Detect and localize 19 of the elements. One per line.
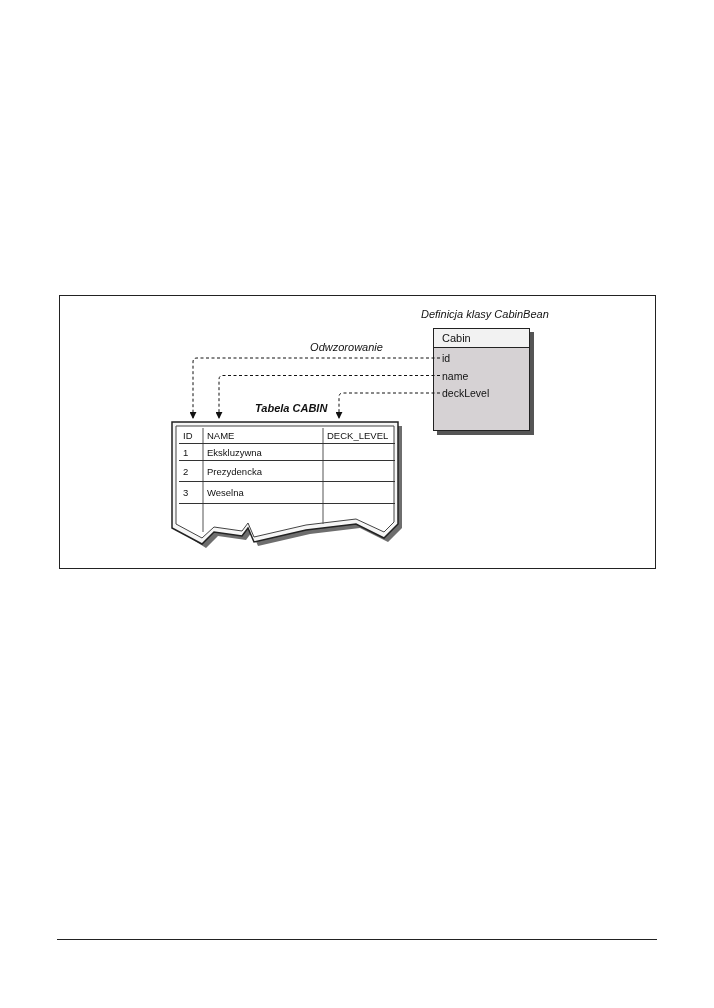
column-header: NAME	[203, 428, 323, 444]
table-cell: Prezydencka	[207, 466, 262, 477]
table-cell: 2	[183, 466, 189, 477]
class-name: Cabin	[434, 329, 529, 348]
class-title: Definicja klasy CabinBean	[421, 308, 549, 320]
table-title: Tabela CABIN	[255, 402, 328, 414]
table-cell: 3	[183, 487, 189, 498]
table-cell: Weselna	[207, 487, 244, 498]
dashed-arrow	[335, 392, 441, 419]
class-field: id	[442, 351, 451, 365]
dashed-arrow	[215, 375, 441, 419]
column-header: DECK_LEVEL	[323, 428, 395, 444]
class-field: deckLevel	[442, 386, 490, 400]
edge-label: Odwzorowanie	[310, 341, 383, 353]
dashed-arrow	[189, 357, 441, 419]
table-cell: Ekskluzywna	[207, 447, 262, 458]
class-field: name	[442, 368, 469, 383]
column-header: ID	[179, 428, 203, 444]
table-cell: 1	[183, 447, 189, 458]
